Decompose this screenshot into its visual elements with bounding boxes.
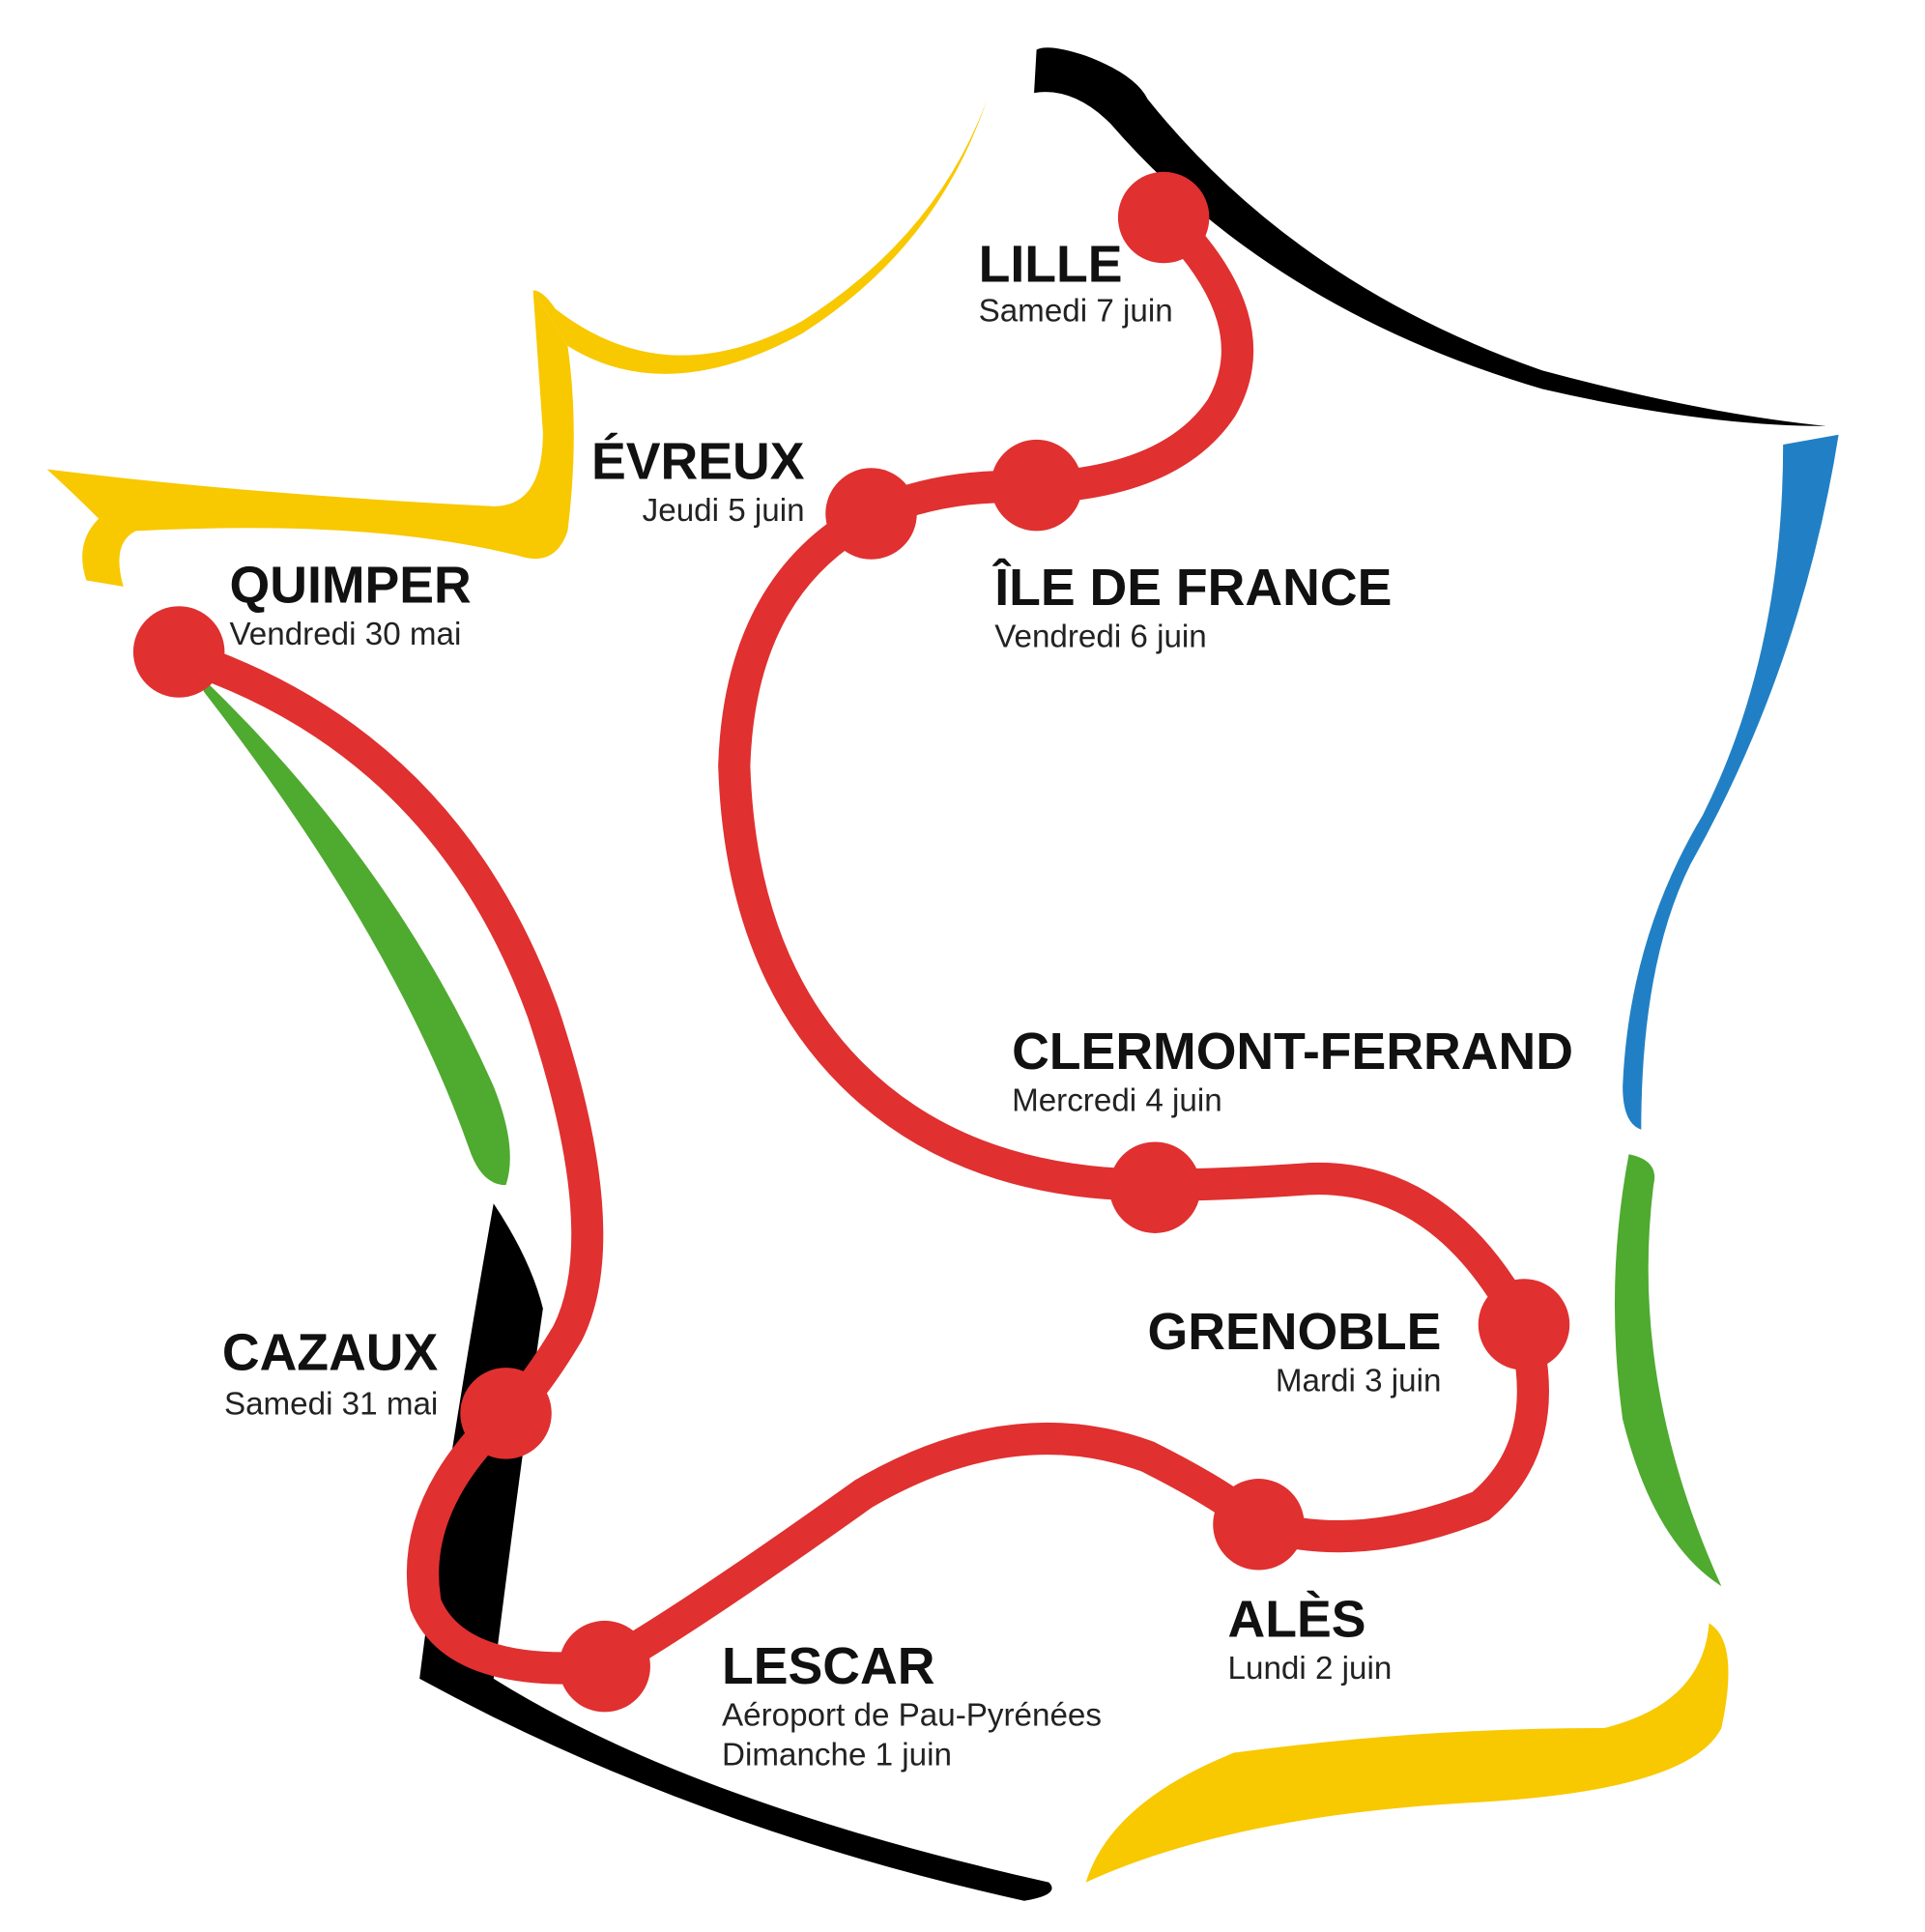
border-brittany-yellow — [46, 290, 574, 587]
border-northwest-yellow — [532, 99, 988, 374]
border-southeast-green — [1614, 1154, 1722, 1587]
border-north-black — [1034, 47, 1826, 426]
label-ales-city: ALÈS — [1228, 1591, 1366, 1649]
label-grenoble-city: GRENOBLE — [1148, 1303, 1442, 1361]
border-southwest-black — [419, 1203, 1052, 1901]
label-evreux-city: ÉVREUX — [591, 433, 805, 491]
label-cazaux-date: Samedi 31 mai — [224, 1387, 438, 1423]
label-ales-date: Lundi 2 juin — [1228, 1651, 1393, 1687]
stop-marker-ales[interactable] — [1213, 1479, 1305, 1571]
stop-marker-quimper[interactable] — [132, 606, 225, 698]
stop-marker-evreux[interactable] — [825, 468, 917, 560]
label-clermont-city: CLERMONT-FERRAND — [1012, 1023, 1573, 1081]
label-quimper-city: QUIMPER — [230, 556, 472, 614]
label-lille-date: Samedi 7 juin — [979, 293, 1173, 329]
label-evreux-date: Jeudi 5 juin — [643, 493, 805, 529]
stop-marker-grenoble[interactable] — [1478, 1279, 1570, 1370]
stop-marker-cazaux[interactable] — [460, 1368, 552, 1459]
label-lescar-date: Dimanche 1 juin — [722, 1737, 952, 1773]
stop-marker-lille[interactable] — [1117, 171, 1210, 264]
label-grenoble-date: Mardi 3 juin — [1276, 1363, 1442, 1399]
label-lescar-city: LESCAR — [722, 1637, 934, 1695]
label-lille-city: LILLE — [979, 235, 1123, 293]
label-quimper-date: Vendredi 30 mai — [230, 617, 462, 652]
label-iledefrance-city: ÎLE DE FRANCE — [991, 558, 1392, 617]
label-clermont-date: Mercredi 4 juin — [1012, 1083, 1222, 1119]
stop-marker-clermont[interactable] — [1108, 1141, 1201, 1233]
label-cazaux-city: CAZAUX — [222, 1324, 439, 1382]
border-east-blue — [1623, 434, 1839, 1130]
label-iledefrance-date: Vendredi 6 juin — [994, 619, 1207, 654]
border-south-yellow — [1085, 1623, 1729, 1883]
stop-marker-iledefrance[interactable] — [991, 439, 1082, 532]
border-west-green — [203, 678, 510, 1186]
label-lescar-detail: Aéroport de Pau-Pyrénées — [722, 1697, 1102, 1733]
stop-marker-lescar[interactable] — [559, 1620, 650, 1713]
